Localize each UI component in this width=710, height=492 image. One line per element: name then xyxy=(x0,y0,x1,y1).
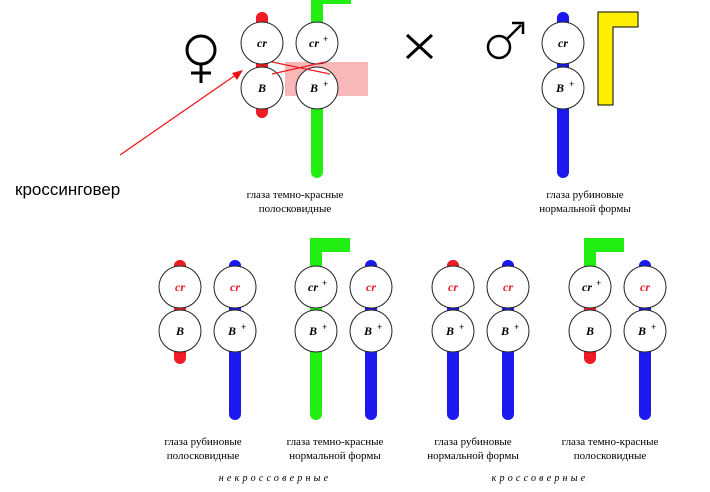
offspring-caption-2-line2: нормальной формы xyxy=(289,450,381,462)
crossover-line-2 xyxy=(271,61,326,75)
male-gene-b-plus-label: B xyxy=(555,81,564,95)
cross-symbol: × xyxy=(405,33,434,60)
offspring-chromosome-4-gene-2-plus: + xyxy=(377,322,382,332)
male-symbol-ring xyxy=(486,34,512,60)
male-gene-cr-label: cr xyxy=(558,36,568,50)
offspring-chromosome-1-gene-2-label: B xyxy=(175,324,184,338)
offspring-caption-4: глаза темно-красные полосковидные xyxy=(545,435,675,463)
male-symbol-arrowhead xyxy=(512,21,525,34)
male-symbol: ♂ xyxy=(486,21,525,60)
offspring-chromosome-2-gene-2-plus: + xyxy=(241,322,246,332)
offspring-chromosome-3-gene-1-label: cr xyxy=(308,280,318,294)
offspring-chromosome-2-gene-2-circle xyxy=(213,309,257,353)
offspring-chromosome-7-gene-2-label: B xyxy=(585,324,594,338)
female-symbol-ring xyxy=(185,34,217,66)
offspring-caption-3-line1: глаза рубиновые xyxy=(434,436,512,448)
offspring-chromosome-4-gene-1-label: cr xyxy=(366,280,376,294)
offspring-chromosome-7-gene-1-circle xyxy=(568,265,612,309)
offspring-caption-1-line2: полосковидные xyxy=(166,450,240,462)
female-gene-cr-plus-plus: + xyxy=(323,34,328,44)
offspring-chromosome-3-flag xyxy=(310,238,350,266)
offspring-chromosome-7-flag xyxy=(584,238,624,266)
female-gene-b-circle xyxy=(240,66,284,110)
parents-layer: ♀ × ♂ cr cr + B B + crB + xyxy=(119,0,639,178)
offspring-chromosome-5-gene-2-circle xyxy=(431,309,475,353)
offspring-chromosome-8-gene-2-circle xyxy=(623,309,667,353)
offspring-chromosome-5-gene-1-circle xyxy=(431,265,475,309)
offspring-chromosome-2-gene-1-circle xyxy=(213,265,257,309)
offspring-chromosome-3-gene-2-plus: + xyxy=(322,322,327,332)
cross-symbol-line-2 xyxy=(405,33,434,60)
offspring-chromosome-3-gene-1-circle xyxy=(294,265,338,309)
male-gene-b-plus-plus: + xyxy=(569,79,574,89)
offspring-caption-2-line1: глаза темно-красные xyxy=(286,436,384,448)
crossover-group-label: кроссоверные xyxy=(491,473,589,484)
noncrossover-group-label: некроссоверные xyxy=(218,473,332,484)
offspring-chromosome-1-gene-1-circle xyxy=(158,265,202,309)
male-caption-line1: глаза рубиновые xyxy=(546,189,624,201)
offspring-caption-1-line1: глаза рубиновые xyxy=(164,436,242,448)
offspring-chromosome-7-gene-1-plus: + xyxy=(596,278,601,288)
offspring-chromosome-6-gene-1-label: cr xyxy=(503,280,513,294)
offspring-chromosome-8-gene-2-label: B xyxy=(637,324,646,338)
offspring-chromosome-1-gene-2-circle xyxy=(158,309,202,353)
male-gene-b-plus-circle xyxy=(541,66,585,110)
female-gene-b-label: B xyxy=(257,81,266,95)
male-symbol-shaft xyxy=(506,24,522,40)
offspring-chromosome-4-gene-1-circle xyxy=(349,265,393,309)
offspring-chromosome-3-gene-2-label: B xyxy=(308,324,317,338)
female-gene-cr-plus-label: cr xyxy=(309,36,319,50)
offspring-chromosome-4-gene-2-label: B xyxy=(363,324,372,338)
offspring-chromosome-5-gene-1-label: cr xyxy=(448,280,458,294)
male-caption-line2: нормальной формы xyxy=(539,203,631,215)
y-chromosome xyxy=(597,11,639,106)
female-gene-cr-label: cr xyxy=(257,36,267,50)
offspring-caption-1: глаза рубиновые полосковидные xyxy=(143,435,263,463)
offspring-caption-3: глаза рубиновые нормальной формы xyxy=(413,435,533,463)
offspring-caption-2: глаза темно-красные нормальной формы xyxy=(270,435,400,463)
offspring-chromosome-6-gene-1-circle xyxy=(486,265,530,309)
female-gene-b-plus-plus: + xyxy=(323,79,328,89)
offspring-chromosome-5-gene-2-plus: + xyxy=(459,322,464,332)
crossover-arrow-line xyxy=(119,71,241,156)
offspring-chromosome-2-gene-2-label: B xyxy=(227,324,236,338)
offspring-chromosome-3-gene-2-circle xyxy=(294,309,338,353)
offspring-chromosome-6-gene-2-plus: + xyxy=(514,322,519,332)
offspring-chromosome-8-gene-1-circle xyxy=(623,265,667,309)
offspring-chromosome-4-gene-2-circle xyxy=(349,309,393,353)
female-parent-caption: глаза темно-красные полосковидные xyxy=(220,188,370,216)
crossing-over-label: кроссинговер xyxy=(15,180,121,199)
offspring-chromosome-6-gene-2-circle xyxy=(486,309,530,353)
offspring-caption-4-line1: глаза темно-красные xyxy=(561,436,659,448)
offspring-chromosome-6-gene-2-label: B xyxy=(500,324,509,338)
female-caption-line1: глаза темно-красные xyxy=(246,189,344,201)
offspring-chromosome-2-gene-1-label: cr xyxy=(230,280,240,294)
offspring-chromosome-5-gene-2-label: B xyxy=(445,324,454,338)
offspring-chromosome-3-gene-1-plus: + xyxy=(322,278,327,288)
offspring-chromosome-7-gene-2-circle xyxy=(568,309,612,353)
male-parent-caption: глаза рубиновые нормальной формы xyxy=(520,188,650,216)
offspring-chromosome-8-gene-1-label: cr xyxy=(640,280,650,294)
female-symbol: ♀ xyxy=(185,34,217,83)
offspring-chromosome-8-gene-2-plus: + xyxy=(651,322,656,332)
female-gene-b-plus-label: B xyxy=(309,81,318,95)
offspring-chromosome-7-gene-1-label: cr xyxy=(582,280,592,294)
offspring-caption-3-line2: нормальной формы xyxy=(427,450,519,462)
female-gene-b-plus-circle xyxy=(295,66,339,110)
offspring-caption-4-line2: полосковидные xyxy=(573,450,647,462)
male-gene-cr-circle xyxy=(541,21,585,65)
female-caption-line2: полосковидные xyxy=(258,203,332,215)
crossover-arrow-head xyxy=(232,70,243,80)
female-gene-cr-circle xyxy=(240,21,284,65)
female-chromosome-right-flag xyxy=(311,0,351,18)
offspring-chromosome-1-gene-1-label: cr xyxy=(175,280,185,294)
